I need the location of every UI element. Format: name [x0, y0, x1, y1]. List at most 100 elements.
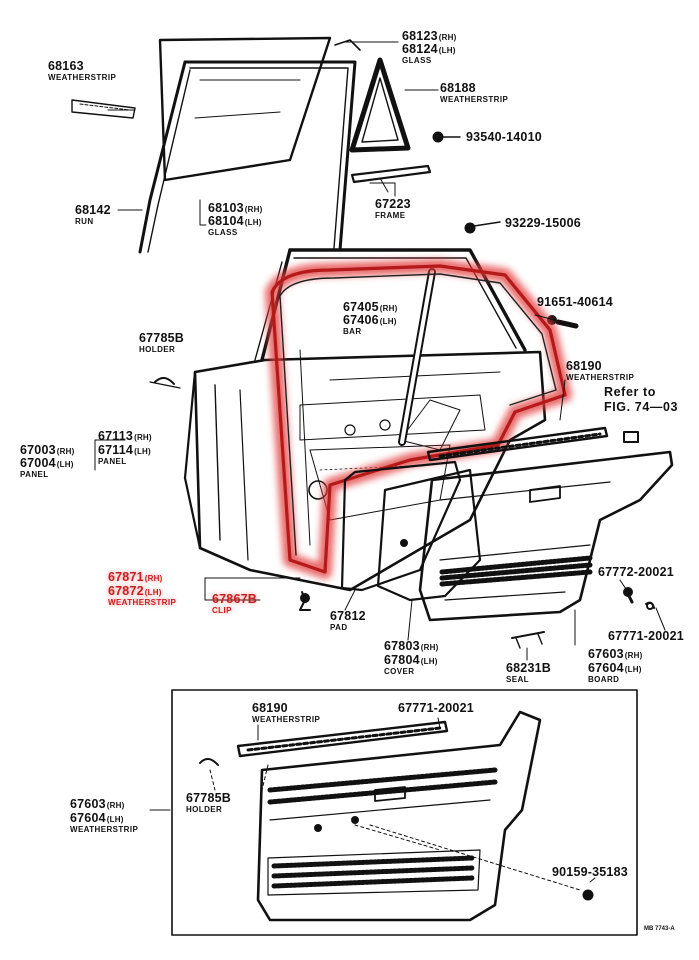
part-number: 68124(LH)	[402, 42, 456, 56]
part-side-suffix: (RH)	[106, 801, 125, 810]
weatherstrip-68188	[349, 57, 411, 153]
part-number: 67114(LH)	[98, 443, 151, 457]
part-number: 67604(LH)	[70, 811, 124, 825]
fastener-67771-upper	[645, 601, 655, 610]
part-side-suffix: (LH)	[420, 657, 438, 666]
part-side-suffix: (LH)	[379, 317, 397, 326]
part-number: 68123(RH)	[402, 29, 457, 43]
part-side-suffix: (LH)	[244, 218, 262, 227]
screw-90159	[582, 889, 594, 901]
part-number: 68104(LH)	[208, 214, 262, 228]
part-number: 67871(RH)	[108, 570, 163, 584]
label-68103: 68103(RH)	[208, 202, 262, 215]
part-name: CLIP	[212, 605, 232, 615]
part-number: 68103(RH)	[208, 201, 263, 215]
part-name: HOLDER	[186, 804, 223, 814]
label-68124: 68124(LH)GLASS	[402, 43, 456, 65]
part-number: 67406(LH)	[343, 313, 397, 327]
part-name: WEATHERSTRIP	[70, 824, 139, 834]
part-number: 67812	[330, 609, 366, 623]
label-67004: 67004(LH)PANEL	[20, 457, 74, 479]
label-67003: 67003(RH)	[20, 444, 74, 457]
part-name: SEAL	[506, 674, 529, 684]
weatherstrip-68163	[71, 99, 136, 119]
part-name: WEATHERSTRIP	[566, 372, 635, 382]
label-67604-upper: 67604(LH)BOARD	[588, 662, 642, 684]
part-number: 67785B	[139, 331, 184, 345]
part-name: PANEL	[20, 469, 49, 479]
fastener-67772	[623, 587, 634, 604]
label-68104: 68104(LH)GLASS	[208, 215, 262, 237]
part-number: 68142	[75, 203, 111, 217]
label-67804: 67804(LH)COVER	[384, 654, 438, 676]
part-number: 67004(LH)	[20, 456, 74, 470]
part-number: 67771-20021	[608, 629, 684, 643]
weatherstrip-67871	[265, 259, 572, 579]
label-67604-lower: 67604(LH)WEATHERSTRIP	[70, 812, 138, 834]
part-number: 67603(RH)	[588, 647, 643, 661]
part-name: PANEL	[98, 456, 127, 466]
clip-67867	[299, 591, 311, 611]
part-side-suffix: (RH)	[144, 574, 163, 583]
screw-93540	[432, 131, 461, 143]
part-number: 68188	[440, 81, 476, 95]
label-67114: 67114(LH)PANEL	[98, 444, 151, 466]
part-side-suffix: (LH)	[438, 46, 456, 55]
part-number: 93229-15006	[505, 216, 581, 230]
part-side-suffix: (RH)	[379, 304, 398, 313]
part-name: WEATHERSTRIP	[108, 597, 177, 607]
part-number: 67785B	[186, 791, 231, 805]
leader-lines-lower	[209, 764, 581, 891]
pad-67812	[340, 460, 462, 592]
ref-clip-74-03	[623, 431, 639, 443]
part-side-suffix: (LH)	[624, 665, 642, 674]
label-67872: 67872(LH)WEATHERSTRIP	[108, 585, 176, 607]
label-67603-upper: 67603(RH)	[588, 648, 642, 661]
cover-67803	[376, 468, 482, 602]
part-name: BOARD	[588, 674, 620, 684]
weatherstrip-68190-lower	[236, 720, 449, 758]
seal-68231b	[511, 631, 545, 649]
part-number: 67804(LH)	[384, 653, 438, 667]
label-67406: 67406(LH)BAR	[343, 314, 397, 336]
weatherstrip-68190-upper	[426, 426, 609, 462]
part-number: 68231B	[506, 661, 551, 675]
holder-67785b-upper	[149, 377, 181, 389]
part-side-suffix: (LH)	[56, 460, 74, 469]
board-67603-upper	[418, 450, 674, 622]
leader-lines-lower-solid	[149, 717, 596, 883]
part-number: 67604(LH)	[588, 661, 642, 675]
refer-line2: FIG. 74—03	[604, 399, 679, 414]
part-number: 67867B	[212, 592, 257, 606]
part-side-suffix: (RH)	[438, 33, 457, 42]
part-name: FRAME	[375, 210, 406, 220]
label-91651: 91651-40614	[537, 296, 613, 309]
label-67771-upper: 67771-20021	[608, 630, 684, 643]
holder-67785b-lower	[199, 758, 219, 766]
part-name: GLASS	[208, 227, 238, 237]
quarter-glass-68123	[334, 39, 361, 51]
part-side-suffix: (RH)	[134, 433, 152, 442]
part-name: GLASS	[402, 55, 432, 65]
part-name: COVER	[384, 666, 415, 676]
label-67772: 67772-20021	[598, 566, 674, 579]
part-name: WEATHERSTRIP	[48, 72, 117, 82]
part-side-suffix: (RH)	[244, 205, 263, 214]
part-number: 67803(RH)	[384, 639, 439, 653]
part-side-suffix: (RH)	[624, 651, 643, 660]
label-67803: 67803(RH)	[384, 640, 438, 653]
part-name: WEATHERSTRIP	[252, 714, 321, 724]
door-glass-68103	[158, 36, 332, 182]
run-68142	[138, 60, 357, 254]
